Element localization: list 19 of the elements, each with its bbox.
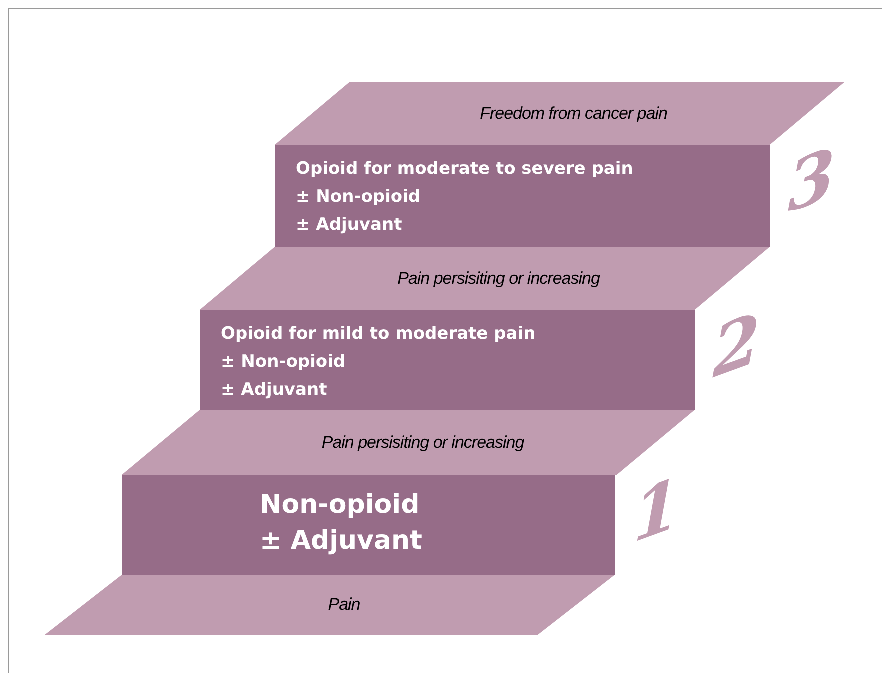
drug-text: ± Non-opioid (296, 186, 422, 209)
step-top-face (45, 575, 615, 635)
step-top-face (122, 410, 695, 475)
drug-text: ± Non-opioid (221, 351, 347, 374)
drug-text: ± Adjuvant (260, 525, 424, 558)
step-label: Pain persisiting or increasing (322, 432, 524, 454)
step-label: Pain persisiting or increasing (398, 268, 600, 290)
step-top-face (200, 247, 770, 310)
step-label: Pain (328, 594, 360, 616)
step-number: 3 (788, 138, 836, 224)
step-label: Freedom from cancer pain (480, 102, 668, 125)
drug-text: ± Adjuvant (221, 379, 328, 402)
drug-text: Opioid for mild to moderate pain (221, 323, 537, 346)
drug-text: Non-opioid (260, 489, 421, 522)
step-number: 1 (633, 468, 680, 554)
drug-text: Opioid for moderate to severe pain (296, 158, 634, 181)
step-number: 2 (713, 303, 760, 389)
step-top-face (275, 82, 845, 145)
drug-text: ± Adjuvant (296, 214, 404, 237)
